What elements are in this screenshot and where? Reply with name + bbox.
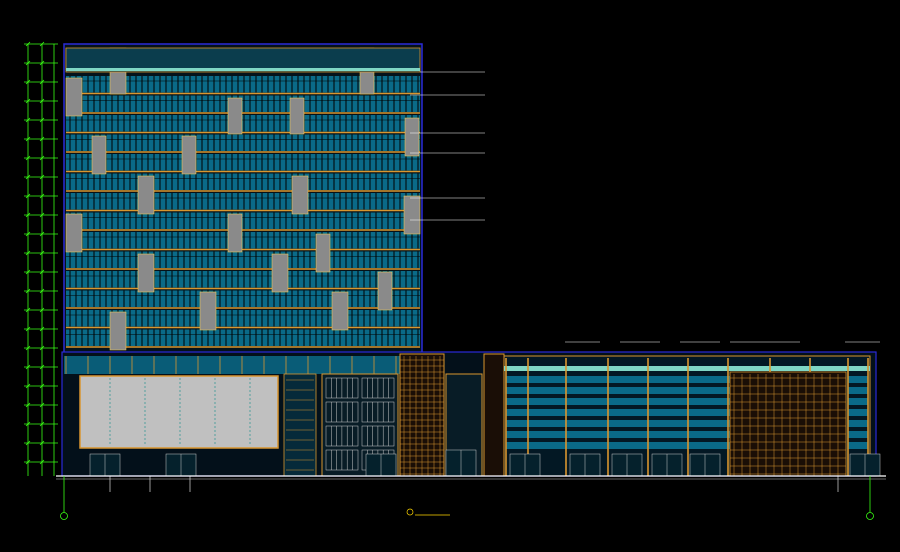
- podium-panel: [79, 375, 279, 449]
- tower-stone-panels: [65, 47, 421, 351]
- dimension-chain: [24, 41, 58, 476]
- podium-block: [61, 351, 881, 477]
- podium-glass-bands: [506, 376, 868, 449]
- grid-bubble-right: [866, 512, 874, 520]
- tower-block: [63, 43, 423, 355]
- storefront-doors: [89, 449, 881, 477]
- grid-bubble-left: [60, 512, 68, 520]
- tower-floors: [65, 48, 420, 348]
- title-bubble: [406, 508, 414, 516]
